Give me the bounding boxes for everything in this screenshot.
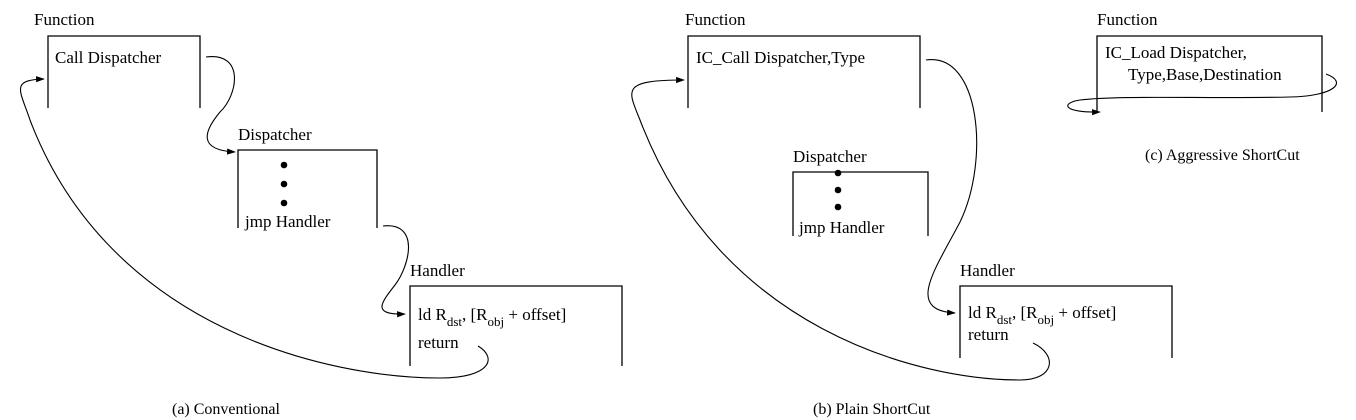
caption-plain-shortcut: (b) Plain ShortCut <box>813 401 931 418</box>
function-title: Function <box>685 10 746 29</box>
handler-title: Handler <box>960 261 1015 280</box>
jump-arrow <box>381 225 409 318</box>
dispatcher-box <box>237 149 378 228</box>
dispatcher-title: Dispatcher <box>793 147 867 166</box>
function-box <box>1096 35 1323 112</box>
return-instruction: return <box>968 325 1009 344</box>
handler-title: Handler <box>410 261 465 280</box>
load-instruction-line1: IC_Load Dispatcher, <box>1105 43 1247 62</box>
handler-box <box>409 285 623 366</box>
return-instruction: return <box>418 333 459 352</box>
panel-conventional: Function Call Dispatcher Dispatcher jmp … <box>19 10 623 418</box>
jmp-instruction: jmp Handler <box>244 212 331 231</box>
caption-aggressive-shortcut: (c) Aggressive ShortCut <box>1145 147 1300 164</box>
load-instruction: ld Rdst, [Robj + offset] <box>418 305 566 329</box>
dispatcher-box <box>792 171 929 236</box>
function-box <box>47 35 201 108</box>
call-instruction: Call Dispatcher <box>55 48 162 67</box>
panel-aggressive-shortcut: Function IC_Load Dispatcher, Type,Base,D… <box>1067 10 1337 164</box>
function-title: Function <box>34 10 95 29</box>
return-arrow <box>631 76 1050 381</box>
call-arrow <box>205 56 236 155</box>
handler-box <box>959 285 1173 358</box>
function-box <box>687 35 921 108</box>
dispatcher-title: Dispatcher <box>238 125 312 144</box>
ellipsis-dot <box>280 161 288 169</box>
inline-arrow <box>1067 73 1337 116</box>
panel-plain-shortcut: Function IC_Call Dispatcher,Type Dispatc… <box>631 10 1173 418</box>
ellipsis-dot <box>834 186 842 194</box>
ellipsis-dot <box>280 180 288 188</box>
ellipsis-dot <box>834 203 842 211</box>
jmp-instruction: jmp Handler <box>798 218 885 237</box>
call-arrow <box>925 59 978 316</box>
ellipsis-dot <box>834 169 842 177</box>
ellipsis-dot <box>280 199 288 207</box>
call-instruction: IC_Call Dispatcher,Type <box>696 48 865 67</box>
load-instruction-line2: Type,Base,Destination <box>1128 65 1282 84</box>
caption-conventional: (a) Conventional <box>172 401 281 418</box>
function-title: Function <box>1097 10 1158 29</box>
load-instruction: ld Rdst, [Robj + offset] <box>968 303 1116 327</box>
return-arrow <box>19 76 489 379</box>
